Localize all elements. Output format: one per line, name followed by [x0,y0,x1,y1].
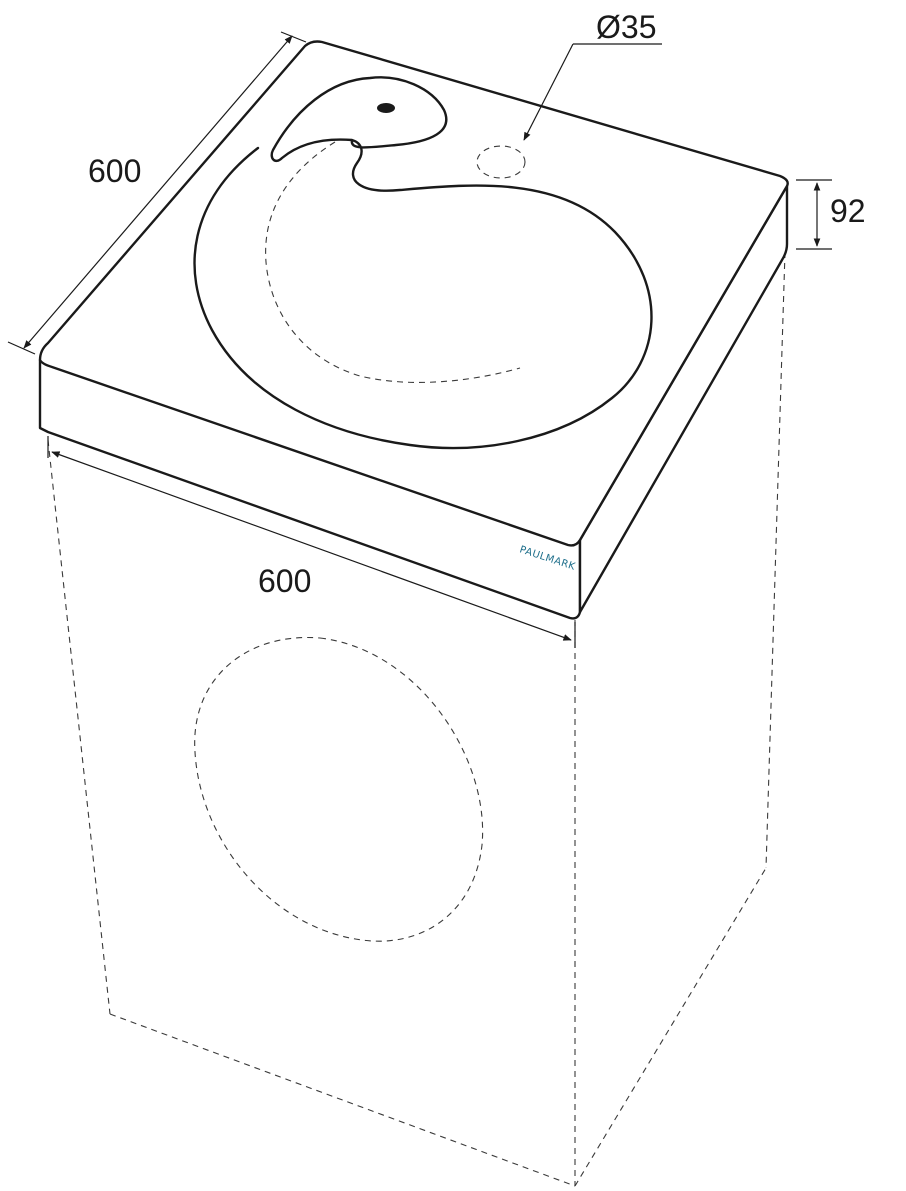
thickness-label: 92 [830,193,866,229]
swan-eye [377,103,395,113]
dimension-depth: 600 [7,31,307,355]
tap-hole-label: Ø35 [596,9,656,45]
washer-bottom-front-edge [109,1013,576,1187]
tap-hole [476,145,526,179]
washer-back-right-edge [765,251,786,869]
washer-bottom-side-edge [574,867,767,1187]
washer-front-left-edge [47,439,111,1015]
depth-dimension-line [23,35,293,349]
width-dimension-line [51,451,572,641]
washer-door-porthole [194,636,484,942]
dimension-width: 600 [47,436,576,648]
slab-right-face [578,184,789,614]
dimension-thickness: 92 [796,179,866,250]
sink-slab: PAULMARK [38,40,789,620]
tap-hole-leader [523,43,574,141]
width-label: 600 [258,563,311,599]
washing-machine-outline [47,251,786,1187]
dimension-tap-hole: Ø35 [523,9,662,141]
depth-label: 600 [88,153,141,189]
